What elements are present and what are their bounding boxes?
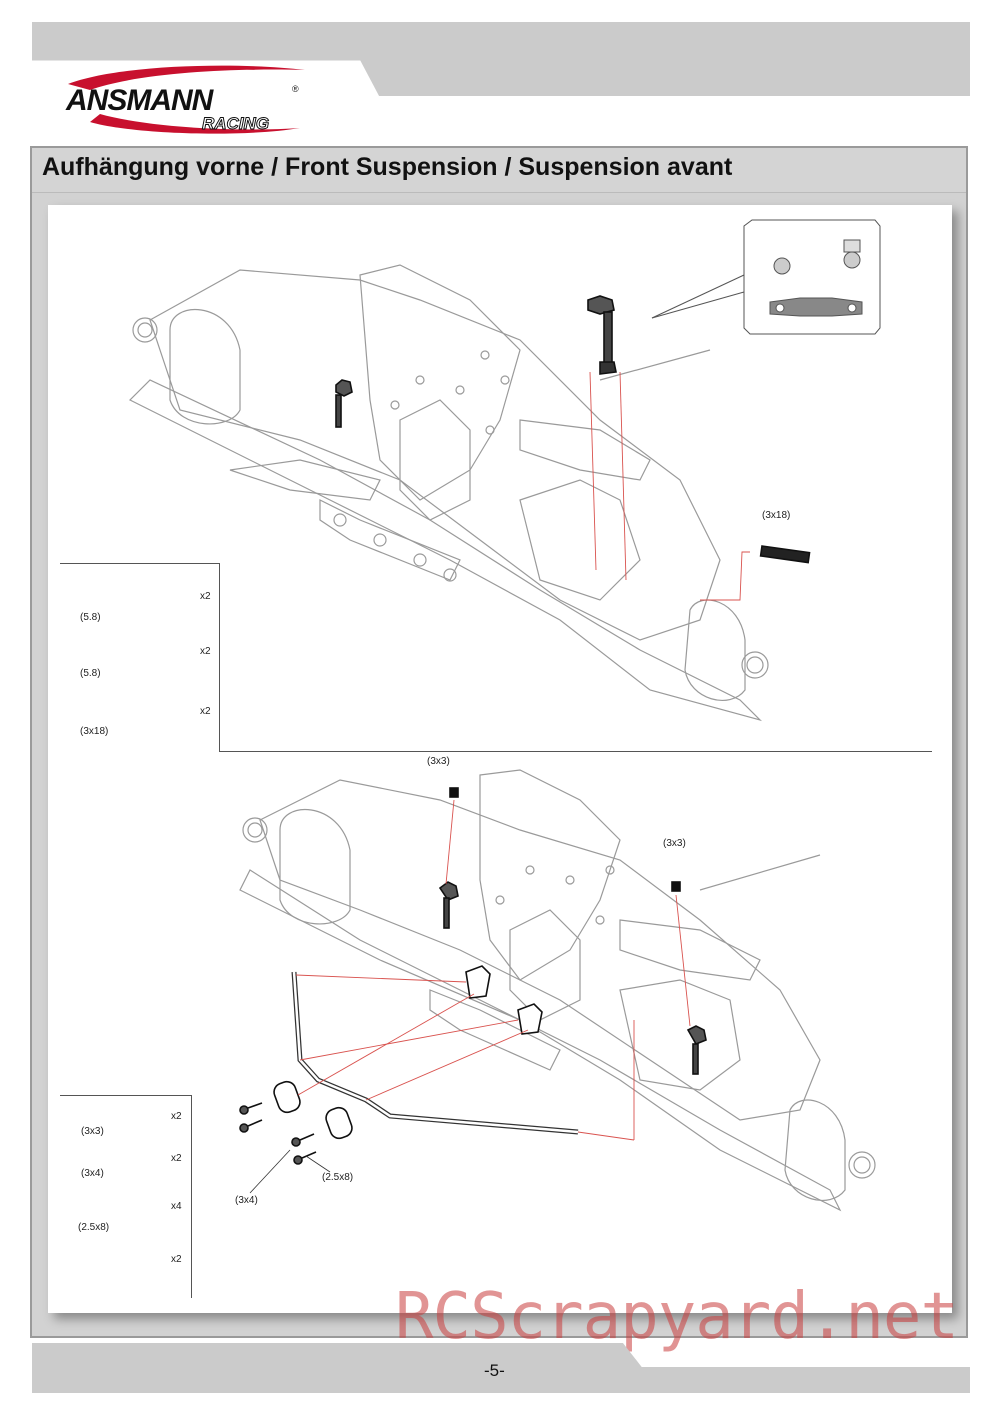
callout-setscrew-3x3: (3x3) xyxy=(427,756,450,767)
instruction-panel xyxy=(48,205,952,1313)
part-qty: x4 xyxy=(171,1201,182,1212)
registered-mark: ® xyxy=(292,84,299,94)
logo-racing: RACING xyxy=(201,114,270,134)
step2-callout-leaders xyxy=(249,1149,331,1194)
step1-chassis-drawing xyxy=(128,264,769,722)
part-label: (3x18) xyxy=(80,726,109,737)
callout-screw-3x4: (3x4) xyxy=(235,1195,258,1206)
part-qty: x2 xyxy=(200,591,211,602)
part-label: (3x3) xyxy=(81,1126,104,1137)
title-bar xyxy=(32,148,966,193)
part-label: (3x4) xyxy=(81,1168,104,1179)
page-number: -5- xyxy=(484,1361,505,1380)
part-label: (5.8) xyxy=(80,668,101,679)
part-qty: x2 xyxy=(171,1254,182,1265)
step2-new-parts xyxy=(239,787,707,1165)
step-divider xyxy=(60,751,932,752)
part-label: (2.5x8) xyxy=(78,1222,110,1233)
section-title: Aufhängung vorne / Front Suspension / Su… xyxy=(42,153,733,181)
part-qty: x2 xyxy=(171,1153,182,1164)
step1-new-parts xyxy=(335,295,811,564)
watermark: RCScrapyard.net xyxy=(395,1280,959,1354)
parts-list-step2 xyxy=(60,1095,192,1298)
part-qty: x2 xyxy=(171,1111,182,1122)
part-label: (5.8) xyxy=(80,612,101,623)
step2-leader-lines xyxy=(295,799,691,1141)
step2-chassis-drawing xyxy=(239,769,876,1212)
callout-screw-3x18: (3x18) xyxy=(762,510,791,521)
parts-list-step1 xyxy=(60,563,220,752)
part-qty: x2 xyxy=(200,646,211,657)
ansmann-racing-logo: ANSMANN ® RACING xyxy=(60,62,310,142)
logo-wordmark: ANSMANN xyxy=(66,84,213,117)
callout-setscrew-3x3: (3x3) xyxy=(663,838,686,849)
detail-callout xyxy=(651,219,881,335)
callout-screw-2-5x8: (2.5x8) xyxy=(322,1172,354,1183)
step1-leader-lines xyxy=(589,371,750,601)
part-qty: x2 xyxy=(200,706,211,717)
logo-swoosh-graphic xyxy=(68,65,305,134)
